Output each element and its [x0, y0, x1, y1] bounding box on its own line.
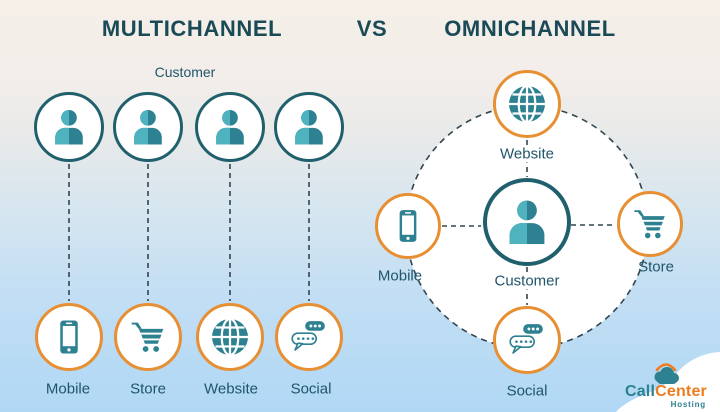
omni-node-mobile [375, 193, 441, 259]
person-icon [487, 182, 567, 262]
mobile-icon [378, 196, 438, 256]
multichannel-customer-label: Customer [154, 64, 216, 80]
omnichannel-title: OMNICHANNEL [444, 16, 616, 41]
omni-node-social [493, 306, 561, 374]
omni-center-customer-node [483, 178, 571, 266]
omni-label-social: Social [506, 382, 548, 400]
omni-label-store: Store [638, 258, 674, 276]
omni-label-customer: Customer [489, 272, 565, 290]
multichannel-title: MULTICHANNEL [101, 16, 283, 41]
channel-node-website [196, 303, 264, 371]
logo-text-call: Call [624, 383, 656, 400]
person-icon [116, 95, 180, 159]
chat-bubbles-icon [278, 306, 340, 368]
person-icon [277, 95, 341, 159]
globe-icon [199, 306, 261, 368]
chat-bubbles-icon [496, 309, 558, 371]
customer-node [274, 92, 344, 162]
omni-label-website: Website [495, 145, 559, 163]
customer-node [113, 92, 183, 162]
channel-label-website: Website [204, 380, 258, 398]
vs-label: VS [356, 16, 388, 41]
logo-text-center: Center [655, 383, 707, 400]
omni-node-website [493, 70, 561, 138]
omni-node-store [617, 191, 683, 257]
channel-label-store: Store [130, 380, 166, 398]
customer-node [195, 92, 265, 162]
channel-node-store [114, 303, 182, 371]
callcenterhosting-logo: CallCenter Hosting [625, 362, 707, 409]
logo-swoosh-shape [616, 352, 720, 412]
mobile-icon [38, 306, 100, 368]
logo-text-hosting: Hosting [670, 400, 706, 409]
channel-label-mobile: Mobile [45, 380, 91, 398]
channel-node-mobile [35, 303, 103, 371]
cart-icon [117, 306, 179, 368]
channel-node-social [275, 303, 343, 371]
customer-node [34, 92, 104, 162]
cart-icon [620, 194, 680, 254]
person-icon [37, 95, 101, 159]
cloud-icon [654, 363, 679, 384]
channel-label-social: Social [290, 380, 332, 398]
person-icon [198, 95, 262, 159]
globe-icon [496, 73, 558, 135]
omni-label-mobile: Mobile [377, 267, 423, 285]
